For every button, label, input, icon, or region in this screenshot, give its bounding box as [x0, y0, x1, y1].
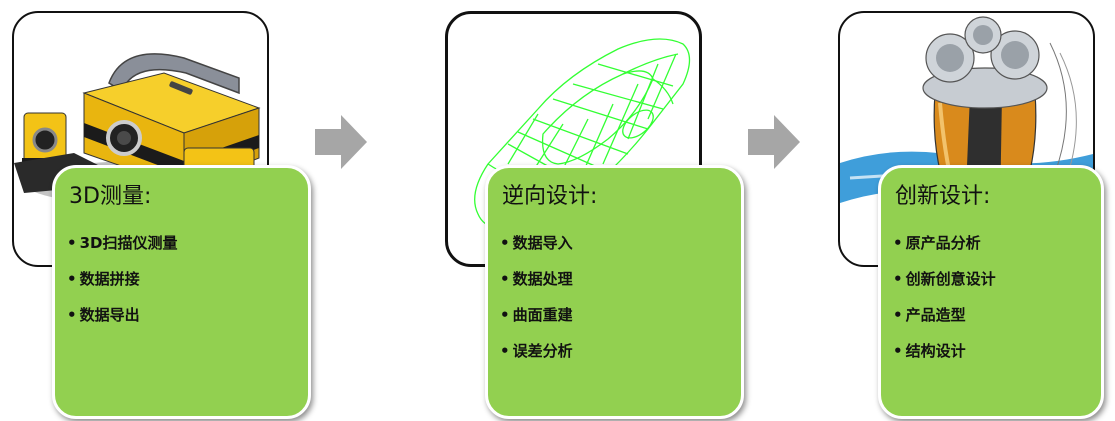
stage-1-card: 3D测量: •3D扫描仪测量 •数据拼接 •数据导出 [52, 165, 311, 419]
stage-1-list: •3D扫描仪测量 •数据拼接 •数据导出 [67, 232, 308, 340]
stage-3-list: •原产品分析 •创新创意设计 •产品造型 •结构设计 [893, 232, 1101, 376]
stage-1-item: •3D扫描仪测量 [67, 234, 178, 252]
stage-3-item: •结构设计 [893, 342, 966, 360]
stage-2-item: •曲面重建 [500, 306, 573, 324]
stage-1-item: •数据导出 [67, 306, 140, 324]
right-arrow-icon [748, 115, 800, 169]
stage-2-title: 逆向设计: [502, 184, 598, 209]
stage-3-item: •创新创意设计 [893, 270, 996, 288]
right-arrow-icon [315, 115, 367, 169]
stage-3-title: 创新设计: [895, 184, 991, 209]
stage-2-item: •误差分析 [500, 342, 573, 360]
stage-2-item: •数据导入 [500, 234, 573, 252]
stage-2-list: •数据导入 •数据处理 •曲面重建 •误差分析 [500, 232, 741, 376]
stage-2-item: •数据处理 [500, 270, 573, 288]
stage-2-card: 逆向设计: •数据导入 •数据处理 •曲面重建 •误差分析 [485, 165, 744, 419]
stage-3-item: •原产品分析 [893, 234, 981, 252]
stage-1-title: 3D测量: [69, 184, 152, 209]
stage-3-item: •产品造型 [893, 306, 966, 324]
stage-1-item: •数据拼接 [67, 270, 140, 288]
stage-3-card: 创新设计: •原产品分析 •创新创意设计 •产品造型 •结构设计 [878, 165, 1104, 419]
